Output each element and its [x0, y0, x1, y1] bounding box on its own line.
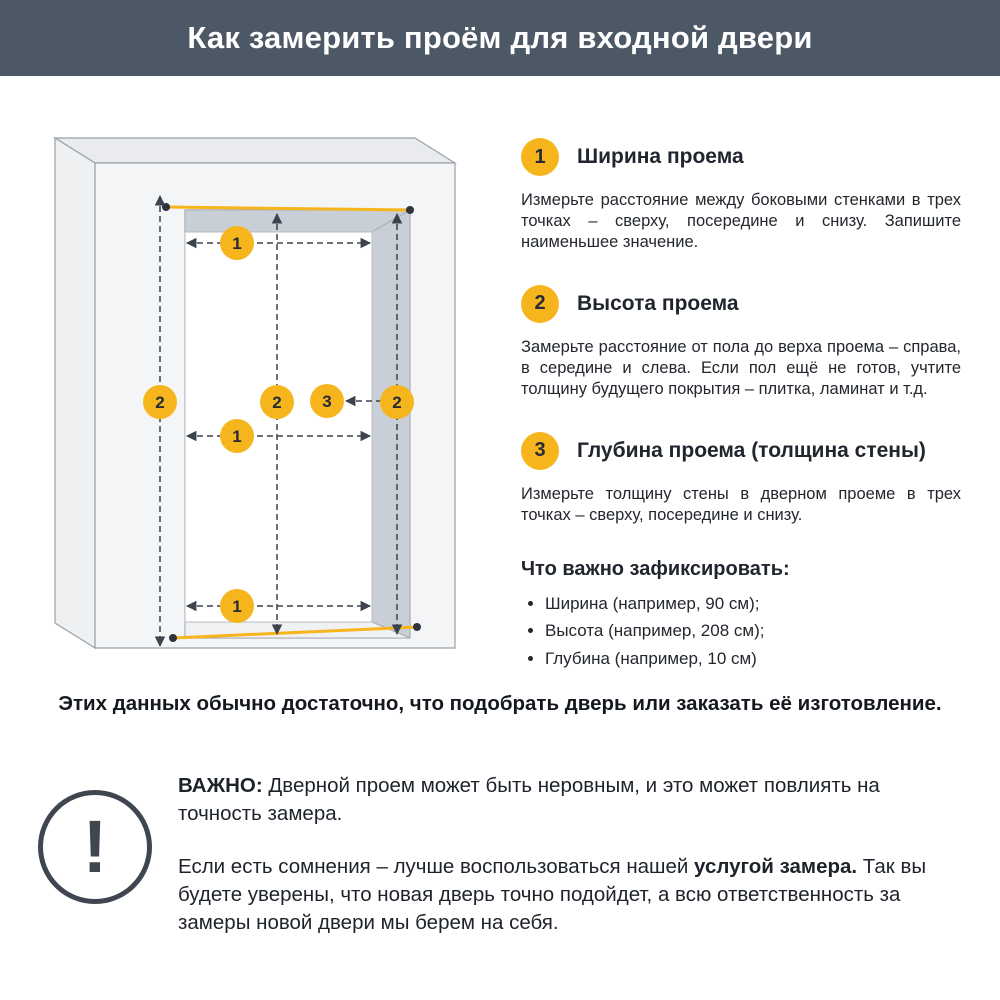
reference-dot: [162, 203, 170, 211]
important-paragraph-1: ВАЖНО: Дверной проем может быть неровным…: [178, 772, 950, 829]
step-description: Измерьте толщину стены в дверном проеме …: [521, 484, 961, 524]
checklist-title: Что важно зафиксировать:: [521, 557, 790, 580]
marker-label: 2: [272, 393, 281, 412]
marker-label: 3: [322, 392, 331, 411]
step-number-badge: 1: [521, 138, 559, 176]
doorway-diagram: 1 1 1 2 2 2 3: [40, 118, 480, 678]
marker-label: 2: [155, 393, 164, 412]
wall-top-face: [52, 137, 458, 164]
important-text-2a: Если есть сомнения – лучше воспользовать…: [178, 854, 695, 878]
top-reference-line: [165, 205, 411, 212]
width-marker-middle: 1: [220, 419, 254, 453]
step-description: Замерьте расстояние от пола до верха про…: [521, 337, 961, 398]
opening-back: [184, 231, 373, 623]
step-header: 3 Глубина проема (толщина стены): [521, 431, 961, 470]
opening-right-reveal: [371, 209, 411, 639]
important-text-2b: Так вы будете уверены, что новая дверь т…: [178, 854, 927, 935]
reference-dot: [413, 623, 421, 631]
height-marker-left: 2: [143, 385, 177, 419]
step-title: Ширина проема: [577, 145, 744, 168]
checklist-item: Глубина (например, 10 см): [545, 646, 961, 672]
step-depth: 3 Глубина проема (толщина стены) Измерьт…: [521, 431, 961, 526]
doorway-diagram-svg: 1 1 1 2 2 2 3: [52, 136, 458, 650]
wall-left-face: [54, 136, 96, 650]
marker-label: 1: [232, 234, 241, 253]
width-marker-bottom: 1: [220, 589, 254, 623]
step-description: Измерьте расстояние между боковыми стенк…: [521, 191, 961, 251]
bottom-reference-line: [172, 625, 418, 640]
height-marker-center: 2: [260, 385, 294, 419]
step-header: 1 Ширина проема: [521, 138, 961, 176]
summary-text: Этих данных обычно достаточно, что подоб…: [58, 692, 942, 715]
important-note: ВАЖНО: Дверной проем может быть неровным…: [178, 772, 950, 937]
page-title: Как замерить проём для входной двери: [187, 20, 813, 55]
height-marker-right: 2: [380, 385, 414, 419]
marker-label: 2: [392, 393, 401, 412]
important-text-1: Дверной проем может быть неровным, и это…: [178, 774, 880, 826]
step-width: 1 Ширина проема Измерьте расстояние межд…: [521, 138, 961, 253]
marker-label: 1: [232, 427, 241, 446]
reference-dot: [406, 206, 414, 214]
marker-label: 1: [232, 597, 241, 616]
important-label: ВАЖНО:: [178, 774, 263, 797]
measurement-lines: [154, 194, 403, 648]
reference-dot: [169, 634, 177, 642]
important-text-bold: услугой замера.: [694, 854, 858, 878]
instructions-column: 1 Ширина проема Измерьте расстояние межд…: [521, 138, 961, 673]
checklist-item: Ширина (например, 90 см);: [545, 591, 961, 617]
step-title: Глубина проема (толщина стены): [577, 438, 926, 462]
step-header: 2 Высота проема: [521, 284, 961, 323]
step-number-badge: 3: [521, 431, 559, 470]
depth-marker: 3: [310, 384, 344, 418]
header-bar: Как замерить проём для входной двери: [0, 0, 1000, 76]
width-marker-top: 1: [220, 226, 254, 260]
exclamation-icon: !: [38, 790, 152, 904]
step-title: Высота проема: [577, 291, 739, 315]
opening-top-reveal: [184, 209, 412, 233]
step-height: 2 Высота проема Замерьте расстояние от п…: [521, 284, 961, 400]
checklist: Что важно зафиксировать: Ширина (наприме…: [521, 558, 961, 672]
checklist-item: Высота (например, 208 см);: [545, 618, 961, 644]
important-paragraph-2: Если есть сомнения – лучше воспользовать…: [178, 853, 950, 938]
checklist-items: Ширина (например, 90 см); Высота (наприм…: [521, 591, 961, 672]
step-number-badge: 2: [521, 284, 559, 323]
